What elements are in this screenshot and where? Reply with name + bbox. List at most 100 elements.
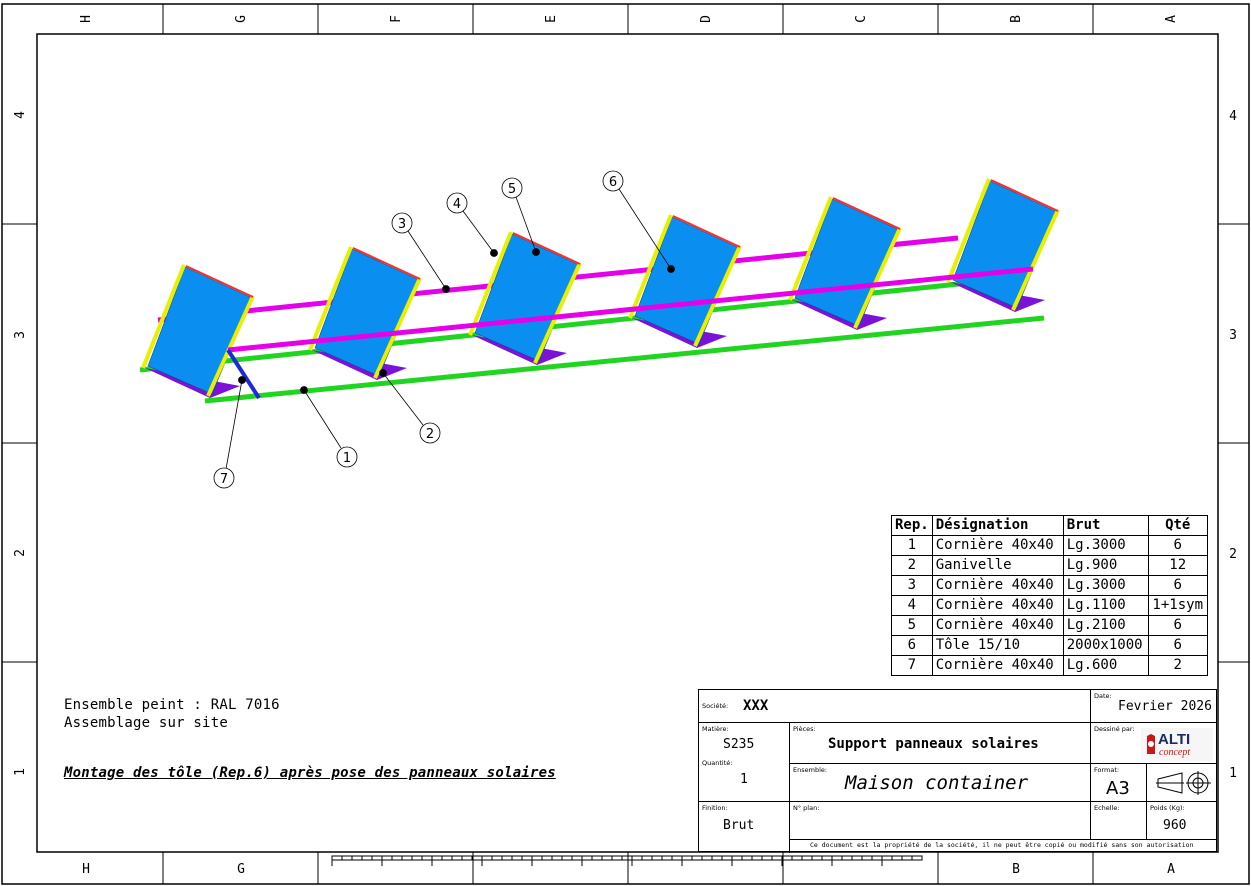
zone-letter: B bbox=[1009, 15, 1024, 23]
cell-rep: 6 bbox=[891, 635, 933, 656]
top-zone-letters: H G F E D C B A bbox=[79, 15, 1179, 23]
tb-matiere-value: S235 bbox=[723, 737, 755, 752]
cell-designation: Cornière 40x40 bbox=[931, 595, 1064, 616]
zone-number: 4 bbox=[13, 111, 28, 119]
panel-frame bbox=[308, 246, 422, 380]
callout-1 bbox=[300, 386, 358, 468]
tb-echelle-label: Echelle: bbox=[1094, 804, 1120, 812]
callout-number: 6 bbox=[609, 175, 617, 190]
panel-edge-top bbox=[990, 179, 1059, 212]
logo-main-text: ALTI bbox=[1158, 731, 1190, 748]
zone-letter: B bbox=[1012, 862, 1020, 877]
zone-number: 3 bbox=[13, 331, 28, 339]
zone-letter: H bbox=[79, 15, 94, 23]
bottom-zone-ticks bbox=[162, 852, 1094, 884]
cell-brut: Lg.3000 bbox=[1062, 535, 1149, 556]
tb-date-label: Date: bbox=[1094, 692, 1112, 700]
panel-edge-top bbox=[832, 197, 901, 230]
panel-edge-top bbox=[672, 215, 741, 248]
panel-edge-left bbox=[468, 231, 513, 336]
tb-date-cell: Date: Fevrier 2026 bbox=[1091, 690, 1217, 723]
zone-number: 3 bbox=[1229, 328, 1237, 343]
zone-number: 1 bbox=[1229, 766, 1237, 781]
tb-finition-label: Finition: bbox=[702, 804, 728, 812]
callout-number: 2 bbox=[426, 427, 434, 442]
projection-symbol-icon bbox=[1156, 771, 1211, 795]
panel-edge-left bbox=[141, 264, 186, 369]
tb-finition-cell: Finition: Brut bbox=[699, 802, 790, 853]
header-qty: Qté bbox=[1147, 515, 1208, 536]
zone-number: 2 bbox=[13, 549, 28, 557]
upper-rail-front bbox=[227, 266, 1034, 353]
panel-edge-top bbox=[352, 247, 421, 280]
header-brut: Brut bbox=[1062, 515, 1149, 536]
tb-ensemble-value: Maison container bbox=[845, 772, 1029, 794]
callout-6 bbox=[602, 170, 675, 273]
panel-frame bbox=[628, 214, 742, 348]
panel-edge-right bbox=[373, 277, 422, 379]
right-zone-numbers: 4 3 2 1 bbox=[1229, 109, 1237, 781]
alti-concept-logo: ALTI concept bbox=[1141, 728, 1213, 761]
panel-frame bbox=[788, 196, 902, 330]
left-zone-numbers: 4 3 2 1 bbox=[13, 111, 28, 776]
panel-frame bbox=[946, 178, 1060, 312]
callout-2 bbox=[379, 369, 441, 444]
cell-rep: 2 bbox=[891, 555, 933, 576]
cell-designation: Cornière 40x40 bbox=[931, 655, 1064, 676]
panel-edge-left bbox=[788, 196, 833, 301]
cell-brut: Lg.600 bbox=[1062, 655, 1149, 676]
callout-3 bbox=[391, 212, 450, 293]
tb-format-cell: Format: A3 bbox=[1091, 764, 1147, 802]
top-zone-ticks bbox=[162, 4, 1094, 34]
bottom-zone-letters: H G B A bbox=[82, 862, 1175, 877]
cell-qty: 6 bbox=[1147, 635, 1208, 656]
tb-pieces-value: Support panneaux solaires bbox=[828, 736, 1039, 752]
zone-number: 4 bbox=[1229, 109, 1237, 124]
tb-poids-label: Poids (Kg): bbox=[1150, 804, 1185, 812]
tb-matiere-cell: Matière: S235 bbox=[699, 723, 790, 757]
tb-dessine-label: Dessiné par: bbox=[1094, 725, 1135, 733]
callout-number: 5 bbox=[508, 182, 516, 197]
cell-brut: Lg.900 bbox=[1062, 555, 1149, 576]
cell-rep: 7 bbox=[891, 655, 933, 676]
callout-7 bbox=[213, 376, 246, 489]
panel-edge-left bbox=[308, 246, 353, 351]
zone-letter: E bbox=[544, 15, 559, 23]
zone-letter: G bbox=[237, 862, 245, 877]
cell-qty: 6 bbox=[1147, 615, 1208, 636]
cell-rep: 1 bbox=[891, 535, 933, 556]
cell-qty: 2 bbox=[1147, 655, 1208, 676]
zone-number: 1 bbox=[13, 768, 28, 776]
cell-brut: 2000x1000 bbox=[1062, 635, 1149, 656]
note-mounting: Montage des tôle (Rep.6) après pose des … bbox=[64, 765, 556, 781]
zone-letter: D bbox=[699, 15, 714, 23]
zone-letter: H bbox=[82, 862, 90, 877]
callout-number: 4 bbox=[453, 197, 461, 212]
cell-qty: 6 bbox=[1147, 535, 1208, 556]
scale-ruler bbox=[331, 855, 923, 866]
panel-frame bbox=[141, 264, 255, 398]
panel-edge-right bbox=[533, 262, 582, 364]
diagonal-brace bbox=[226, 348, 261, 400]
side-zone-ticks bbox=[2, 223, 1249, 663]
panel-edge-right bbox=[1011, 209, 1060, 311]
panel-edge-right bbox=[853, 227, 902, 329]
cell-brut: Lg.2100 bbox=[1062, 615, 1149, 636]
tb-format-label: Format: bbox=[1094, 766, 1120, 774]
assembly-view bbox=[139, 178, 1060, 404]
zone-number: 2 bbox=[1229, 547, 1237, 562]
cell-rep: 5 bbox=[891, 615, 933, 636]
tb-nplan-cell: N° plan: bbox=[790, 802, 1091, 840]
panel-frame bbox=[468, 231, 582, 365]
panel-edge-top bbox=[185, 265, 254, 298]
tb-poids-cell: Poids (Kg): 960 bbox=[1147, 802, 1217, 840]
panel-edge-left bbox=[628, 214, 673, 319]
panel-edge-left bbox=[946, 178, 991, 283]
